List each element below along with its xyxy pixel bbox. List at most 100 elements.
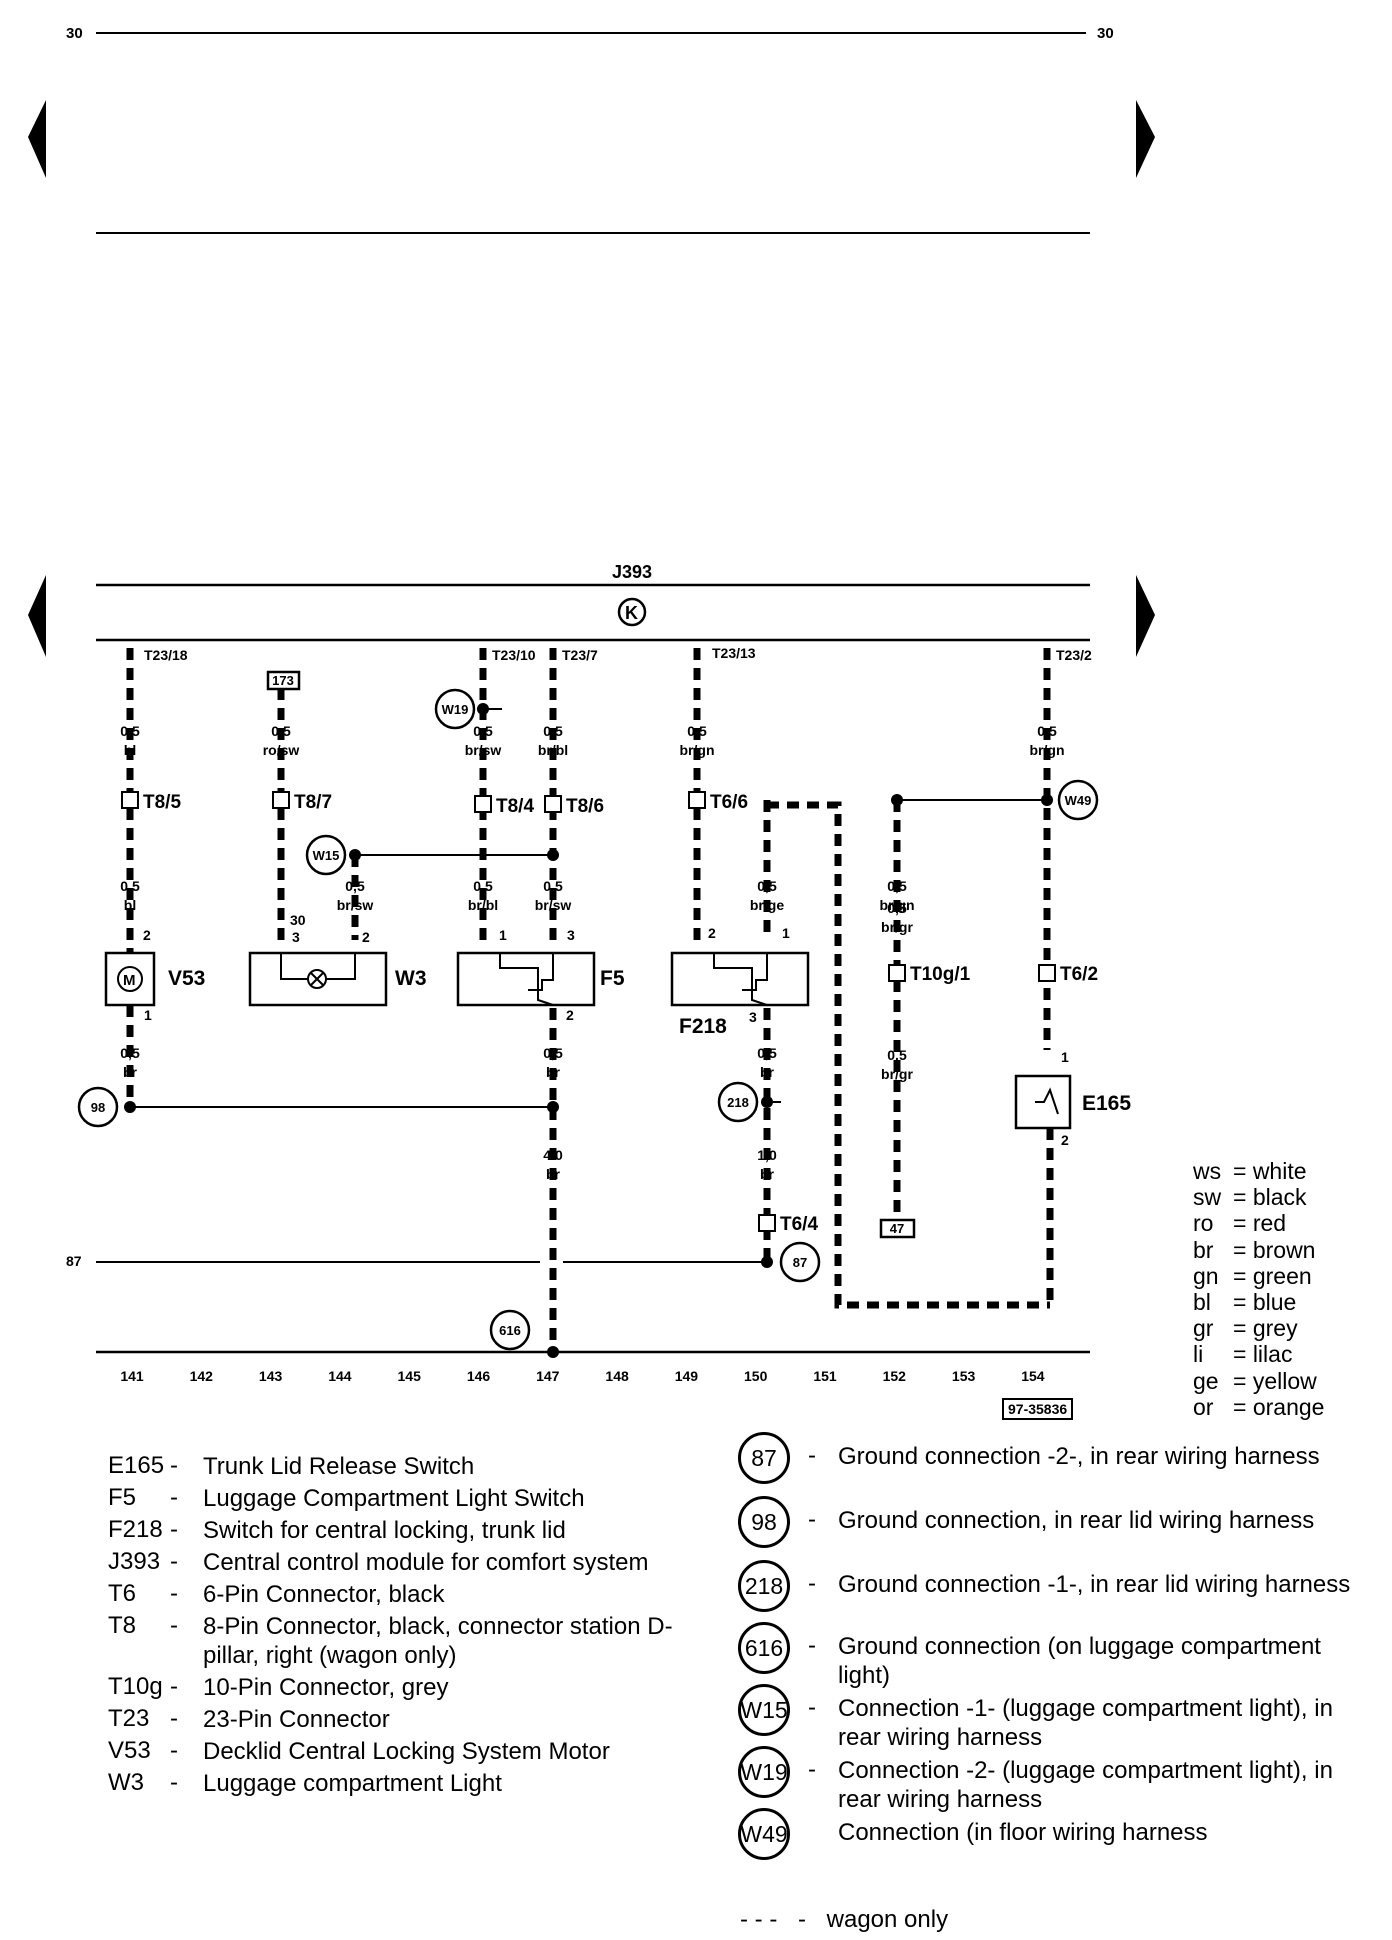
track-number: 141: [120, 1368, 144, 1384]
legend-dash: -: [170, 1769, 178, 1796]
ground-w19-icon: [434, 688, 476, 730]
pin-number: 2: [143, 927, 151, 943]
ground-legend-icon: 218: [738, 1560, 790, 1612]
pin-number: 2: [1061, 1132, 1069, 1148]
wire-color-label: ro/sw: [263, 742, 300, 758]
component-label: E165: [1082, 1092, 1131, 1115]
track-number: 152: [883, 1368, 907, 1384]
wire-color-label: br: [546, 1064, 561, 1080]
ground-87-icon: [779, 1241, 821, 1283]
wire-size-label: 0,5: [271, 723, 291, 739]
connector-label: T8/5: [143, 792, 181, 813]
next-page-arrow-icon[interactable]: [1136, 100, 1155, 178]
wire-color-label: br: [760, 1166, 775, 1182]
ground-legend-dash: -: [808, 1506, 816, 1533]
wire-size-label: 1,0: [757, 1147, 777, 1163]
wire-size-label: 0,5: [120, 1045, 140, 1061]
wire-color-row: bl= blue: [1193, 1289, 1324, 1315]
wire-color-abbr: gn: [1193, 1262, 1219, 1289]
legend-dash: -: [170, 1673, 178, 1700]
legend-dash: -: [170, 1580, 178, 1607]
legend-description: Switch for central locking, trunk lid: [203, 1517, 566, 1544]
pin-label: T23/10: [492, 647, 536, 663]
ground-point-label: W15: [313, 848, 340, 863]
legend-dash: -: [170, 1612, 178, 1639]
wire-color-name: = orange: [1233, 1393, 1325, 1420]
ground-legend-dash: -: [808, 1632, 816, 1659]
legend-description: Decklid Central Locking System Motor: [203, 1738, 610, 1765]
module-symbol: K: [625, 603, 638, 623]
wagon-note-symbol: - - -: [740, 1906, 778, 1933]
legend-code: T6: [108, 1580, 137, 1607]
legend-description: Luggage compartment Light: [203, 1770, 502, 1797]
wire-color-row: or= orange: [1193, 1394, 1324, 1420]
pin-number: 2: [566, 1007, 574, 1023]
legend-dash: -: [170, 1737, 178, 1764]
wire-color-name: = yellow: [1233, 1367, 1317, 1394]
ground-legend-row: 98-Ground connection, in rear lid wiring…: [738, 1496, 1378, 1556]
switch-f5-icon: [499, 953, 554, 1006]
legend-code: F218: [108, 1516, 163, 1543]
ground-legend-icon: 98: [738, 1496, 790, 1548]
wire-color-row: ge = yellow: [1193, 1368, 1324, 1394]
track-number: 147: [536, 1368, 560, 1384]
wire-size-label: 0,5: [473, 723, 493, 739]
wire-size-label: 0,5: [687, 723, 707, 739]
legend-code: W3: [108, 1769, 144, 1796]
wire-color-abbr: bl: [1193, 1289, 1211, 1316]
pin-label: T23/13: [712, 645, 756, 661]
wire-size-label: 0,5: [757, 1045, 777, 1061]
connector-label: T8/7: [294, 792, 332, 813]
wire-color-label: br: [123, 1064, 138, 1080]
legend-code: J393: [108, 1548, 161, 1575]
pin-label: T23/18: [144, 647, 188, 663]
track-number: 142: [190, 1368, 214, 1384]
legend-description: Trunk Lid Release Switch: [203, 1453, 475, 1480]
ground-w15-icon: [305, 834, 347, 876]
pin-label: T23/7: [562, 647, 598, 663]
ground-218-icon: [717, 1081, 759, 1123]
motor-icon: [117, 966, 143, 992]
track-number: 146: [467, 1368, 491, 1384]
legend-code: F5: [108, 1484, 137, 1511]
wire-color-row: br= brown: [1193, 1237, 1324, 1263]
legend-code: E165: [108, 1452, 165, 1479]
wagon-note-text: wagon only: [826, 1906, 949, 1933]
wire-color-row: ro= red: [1193, 1210, 1324, 1236]
wire-color-abbr: sw: [1193, 1184, 1222, 1211]
wire-color-label: br/gn: [680, 742, 715, 758]
next-section-arrow-icon[interactable]: [1136, 575, 1155, 657]
legend-dash: -: [170, 1705, 178, 1732]
module-label: J393: [612, 562, 652, 582]
release-switch-icon: [1035, 1087, 1059, 1115]
ground-legend-dash: -: [808, 1570, 816, 1597]
legend-dash: -: [170, 1452, 178, 1479]
wire-color-abbr: ge: [1193, 1367, 1219, 1394]
wire-size-label: 0,5: [543, 723, 563, 739]
pin-label: T23/2: [1056, 647, 1092, 663]
track-number: 149: [675, 1368, 699, 1384]
terminal-87-label: 87: [66, 1253, 82, 1269]
previous-page-arrow-icon[interactable]: [28, 100, 46, 178]
track-number: 153: [952, 1368, 976, 1384]
legend-description: 6-Pin Connector, black: [203, 1581, 445, 1608]
connector-label: T10g/1: [910, 964, 971, 985]
wire-color-label: br/bl: [538, 742, 568, 758]
wire-color-label: br/ge: [750, 897, 784, 913]
wire-color-abbr: gr: [1193, 1315, 1214, 1342]
ground-legend-description: Connection -1- (luggage compartment ligh…: [838, 1695, 1333, 1751]
pin-number: 2: [708, 925, 716, 941]
wire-color-label: br/gn: [880, 897, 915, 913]
legend-code: V53: [108, 1737, 151, 1764]
ground-legend-description: Ground connection (on luggage compartmen…: [838, 1633, 1321, 1689]
connector-label: T8/4: [496, 796, 534, 817]
wire-color-abbr: ws: [1193, 1158, 1222, 1184]
pin-number: 1: [782, 925, 790, 941]
track-number: 145: [398, 1368, 422, 1384]
ground-w49-icon: [1057, 779, 1099, 821]
wire-color-label: br/gn: [1030, 742, 1065, 758]
previous-section-arrow-icon[interactable]: [28, 575, 46, 657]
legend-code: T10g: [108, 1673, 163, 1700]
ground-legend-dash: -: [808, 1756, 816, 1783]
